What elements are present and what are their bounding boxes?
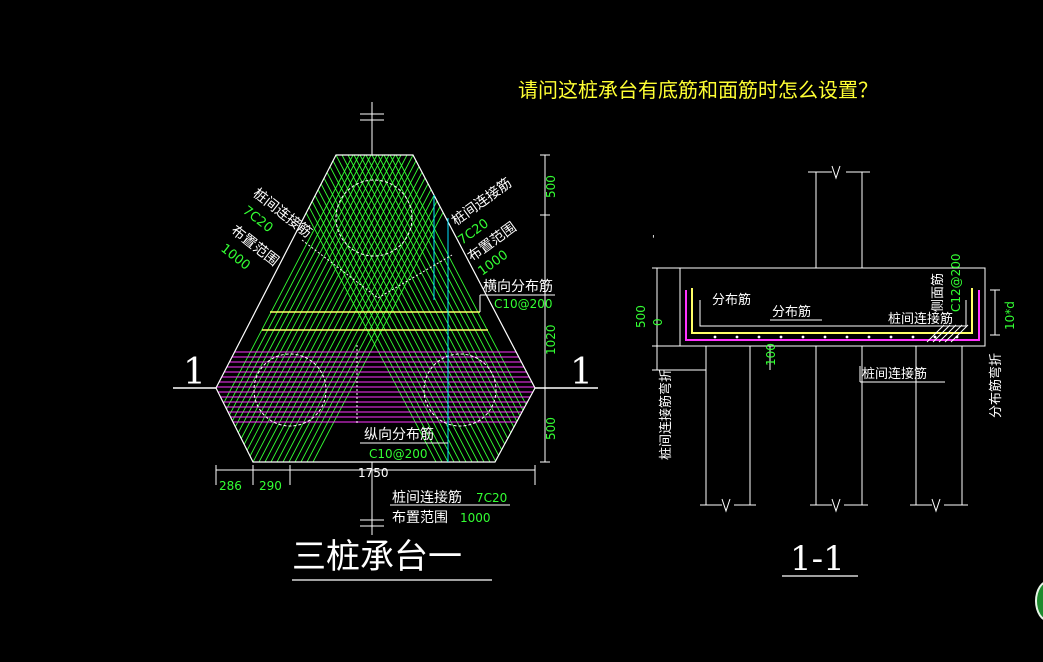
section-conn-bottom: 桩间连接筋 (862, 366, 927, 382)
dim-right-top: 500 (544, 175, 558, 198)
dim-right-bot: 500 (544, 417, 558, 440)
section-dist-label-2: 分布筋 (772, 304, 811, 320)
axis-top (360, 102, 384, 155)
piles-section (700, 346, 968, 513)
section-dim-500: 500 (634, 305, 648, 328)
pile-right (423, 353, 497, 427)
plan-title: 三桩承台一 (292, 537, 462, 577)
pile-left (253, 353, 327, 427)
bottom-conn-name: 桩间连接筋 (392, 489, 462, 506)
yellow-bar (691, 288, 973, 334)
section-mark-left: 1 (173, 352, 216, 393)
dist-bar-2 (699, 300, 967, 327)
bottom-dimension (215, 465, 536, 485)
dim-right-mid: 1020 (544, 324, 558, 355)
small-dash: ' (652, 234, 655, 245)
trans-dist-name: 横向分布筋 (483, 278, 553, 295)
axis-bottom (360, 462, 384, 535)
trans-dist-spec: C10@200 (494, 297, 553, 311)
dim-bottom-total: 1750 (358, 466, 389, 480)
section-view: 500 0 100 分布筋 分布筋 桩间连接筋 桩间连接筋 侧面筋 C12@20… (634, 165, 1017, 579)
dim-bottom-1: 286 (219, 479, 242, 493)
dim-bottom-2: 290 (259, 479, 282, 493)
section-side-face: 侧面筋 (930, 273, 946, 312)
bottom-range-value: 1000 (460, 511, 491, 525)
section-right-dim: 10*d (1003, 301, 1017, 330)
section-left-vertical: 桩间连接筋弯折 (658, 369, 674, 460)
magenta-bar (685, 290, 980, 341)
section-dist-label-1: 分布筋 (712, 292, 751, 308)
bottom-range-name: 布置范围 (392, 509, 448, 526)
bottom-conn-spec: 7C20 (476, 491, 507, 505)
column (808, 165, 870, 268)
section-dim-0: 0 (651, 318, 665, 326)
section-dim-100: 100 (764, 343, 778, 366)
pile-cap-plan: 1 1 500 1020 500 286 290 1750 (173, 102, 598, 581)
section-title: 1-1 (790, 539, 845, 579)
section-conn-top: 桩间连接筋 (888, 311, 953, 327)
section-right-vertical: 分布筋弯折 (988, 353, 1004, 418)
pile-top (335, 179, 413, 257)
section-dots (713, 335, 959, 339)
right-dimension (540, 154, 550, 463)
long-dist-spec: C10@200 (369, 447, 428, 461)
section-mark-left-label: 1 (183, 352, 206, 393)
section-mark-right: 1 (535, 352, 598, 393)
section-mark-right-label: 1 (570, 352, 593, 393)
long-dist-name: 纵向分布筋 (364, 426, 434, 443)
cap-section (679, 267, 986, 347)
section-side-spec: C12@200 (949, 253, 963, 312)
section-left-dims (652, 267, 771, 371)
question-text: 请问这桩承台有底筋和面筋时怎么设置？ (518, 78, 878, 102)
